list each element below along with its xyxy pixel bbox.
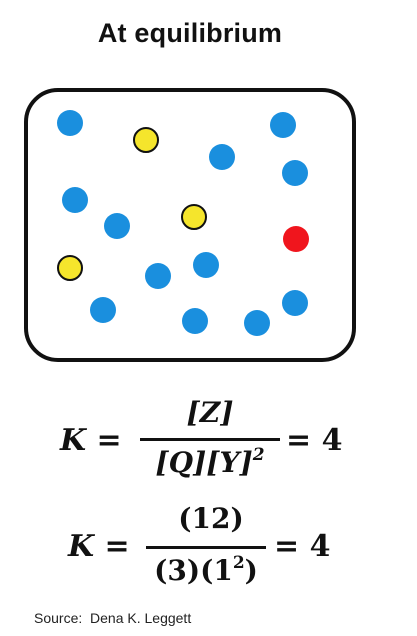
eq2-denominator-close: )	[244, 554, 258, 587]
particle-blue	[62, 187, 88, 213]
particle-blue	[270, 112, 296, 138]
eq2-fraction-bar	[146, 546, 266, 549]
eq2-denominator-main: (3)(1	[154, 554, 233, 587]
particle-red	[283, 226, 309, 252]
eq1-equals: =	[96, 423, 122, 458]
eq2-lhs: K =	[68, 532, 130, 562]
particle-yellow	[181, 204, 207, 230]
eq1-rhs: = 4	[286, 423, 343, 458]
eq2-k: K	[68, 529, 95, 564]
particle-blue	[182, 308, 208, 334]
eq2-equals: =	[104, 529, 130, 564]
equilibrium-expression: K = [Z] [Q][Y]2 = 4	[60, 398, 360, 488]
eq1-lhs: K =	[60, 426, 122, 456]
eq2-numerator: (12)	[178, 502, 244, 535]
source-credit: Source: Dena K. Leggett	[34, 610, 192, 626]
eq1-denominator-exponent: 2	[252, 445, 265, 465]
eq2-denominator-exponent: 2	[232, 553, 245, 573]
eq1-fraction-bar	[140, 438, 280, 441]
particle-blue	[282, 290, 308, 316]
particle-blue	[282, 160, 308, 186]
particle-blue	[104, 213, 130, 239]
eq2-denominator: (3)(12)	[140, 553, 272, 587]
diagram-title: At equilibrium	[97, 18, 283, 48]
eq1-denominator: [Q][Y]2	[140, 445, 280, 479]
particle-blue	[244, 310, 270, 336]
eq1-numerator: [Z]	[186, 396, 234, 429]
eq1-k: K	[60, 423, 87, 458]
particle-layer	[57, 110, 309, 336]
eq2-rhs: = 4	[274, 529, 331, 564]
eq1-denominator-main: [Q][Y]	[155, 446, 253, 479]
particle-blue	[90, 297, 116, 323]
substituted-expression: K = (12) (3)(12) = 4	[68, 500, 368, 595]
particle-blue	[57, 110, 83, 136]
particle-yellow	[133, 127, 159, 153]
particle-yellow	[57, 255, 83, 281]
particle-blue	[209, 144, 235, 170]
particle-blue	[145, 263, 171, 289]
particle-blue	[193, 252, 219, 278]
